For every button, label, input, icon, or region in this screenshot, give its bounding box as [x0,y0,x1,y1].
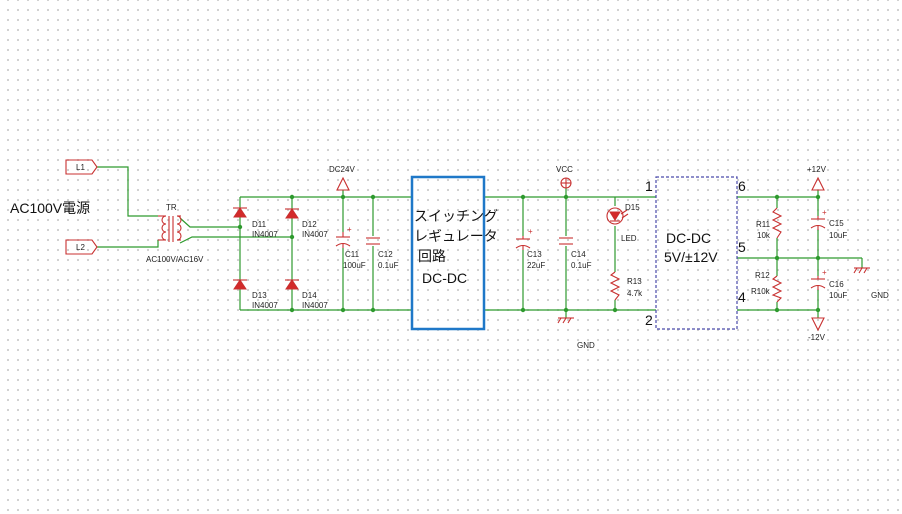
diode-d14-value: IN4007 [302,301,328,310]
dc24v-label: DC24V [329,165,355,174]
dcdc-line2: 5V/±12V [664,249,718,265]
gnd-symbol-mid: GND [557,317,595,350]
diode-d11[interactable]: D11 IN4007 [233,207,278,239]
c16-ref: C16 [829,280,844,289]
minus12v-power-flag: -12V [808,317,826,342]
resistor-r12[interactable]: R12 R10k [751,271,783,303]
led-d15[interactable]: D15 LED [606,203,640,243]
dcdc-line1: DC-DC [666,230,711,246]
transformer-ref: TR [166,203,177,212]
transformer-value: AC100V/AC16V [146,255,204,264]
capacitor-c12[interactable]: C12 0.1uF [366,237,399,270]
diode-d12[interactable]: D12 IN4007 [285,208,328,239]
c15-value: 10uF [829,231,847,240]
transformer[interactable]: TR AC100V/AC16V [146,203,204,264]
capacitor-c15[interactable]: + C15 10uF [810,208,847,240]
c14-ref: C14 [571,250,586,259]
dcdc-converter-block[interactable]: DC-DC 5V/±12V 1 2 6 5 4 [645,176,746,330]
vcc-power-flag: VCC [556,165,573,189]
c11-ref: C11 [345,250,360,259]
c13-ref: C13 [527,250,542,259]
vcc-label: VCC [556,165,573,174]
capacitor-c13[interactable]: + C13 22uF [515,227,545,270]
plus12v-power-flag: +12V [807,165,827,191]
diode-d12-value: IN4007 [302,230,328,239]
dcdc-pin-6: 6 [738,178,746,194]
diode-d13[interactable]: D13 IN4007 [233,279,278,310]
r12-ref: R12 [755,271,770,280]
r12-value: R10k [751,287,771,296]
gnd-right-label: GND [871,291,889,300]
minus12v-label: -12V [808,333,826,342]
c16-plus-icon: + [822,268,827,277]
c11-value: 100uF [343,261,366,270]
resistor-r13[interactable]: R13 4.7k [609,271,643,301]
r11-ref: R11 [756,220,771,229]
power-source-label: AC100V電源 [10,200,90,216]
capacitor-c16[interactable]: + C16 10uF [810,268,847,300]
dcdc-pin-5: 5 [738,239,746,255]
c12-value: 0.1uF [378,261,399,270]
dc24v-power-flag: DC24V [329,165,355,191]
gnd-symbol-right: GND [853,267,889,300]
c12-ref: C12 [378,250,393,259]
c11-plus-icon: + [347,225,352,234]
diode-d11-value: IN4007 [252,230,278,239]
switching-line2: レギュレータ [414,228,498,244]
diode-d13-ref: D13 [252,291,267,300]
c13-value: 22uF [527,261,545,270]
dcdc-pin-2: 2 [645,312,653,328]
led-ref: D15 [625,203,640,212]
capacitor-c11[interactable]: + C11 100uF [335,225,366,270]
r11-value: 10k [757,231,771,240]
dcdc-pin-4: 4 [738,289,746,305]
diode-d11-ref: D11 [252,220,267,229]
diode-d14-ref: D14 [302,291,317,300]
r13-ref: R13 [627,277,642,286]
c15-ref: C15 [829,219,844,228]
r13-value: 4.7k [627,289,643,298]
diode-d14[interactable]: D14 IN4007 [285,279,328,310]
terminal-l1[interactable]: L1 [65,159,98,175]
c14-value: 0.1uF [571,261,592,270]
resistor-r11[interactable]: R11 10k [756,207,783,240]
plus12v-label: +12V [807,165,827,174]
diode-d12-ref: D12 [302,220,317,229]
dcdc-pin-1: 1 [645,178,653,194]
gnd-mid-label: GND [577,341,595,350]
switching-line1: スイッチング [414,208,498,224]
terminal-l2[interactable]: L2 [65,239,98,255]
c15-plus-icon: + [822,208,827,217]
led-value: LED [621,234,637,243]
c16-value: 10uF [829,291,847,300]
switching-line4: DC-DC [422,270,467,286]
c13-plus-icon: + [528,227,533,236]
junctions [237,194,821,313]
terminal-l2-label: L2 [76,243,85,252]
terminal-l1-label: L1 [76,163,85,172]
diode-d13-value: IN4007 [252,301,278,310]
switching-line3: 回路 [418,248,446,264]
switching-regulator-block[interactable]: スイッチング レギュレータ 回路 DC-DC [410,175,498,331]
capacitor-c14[interactable]: C14 0.1uF [559,237,592,270]
